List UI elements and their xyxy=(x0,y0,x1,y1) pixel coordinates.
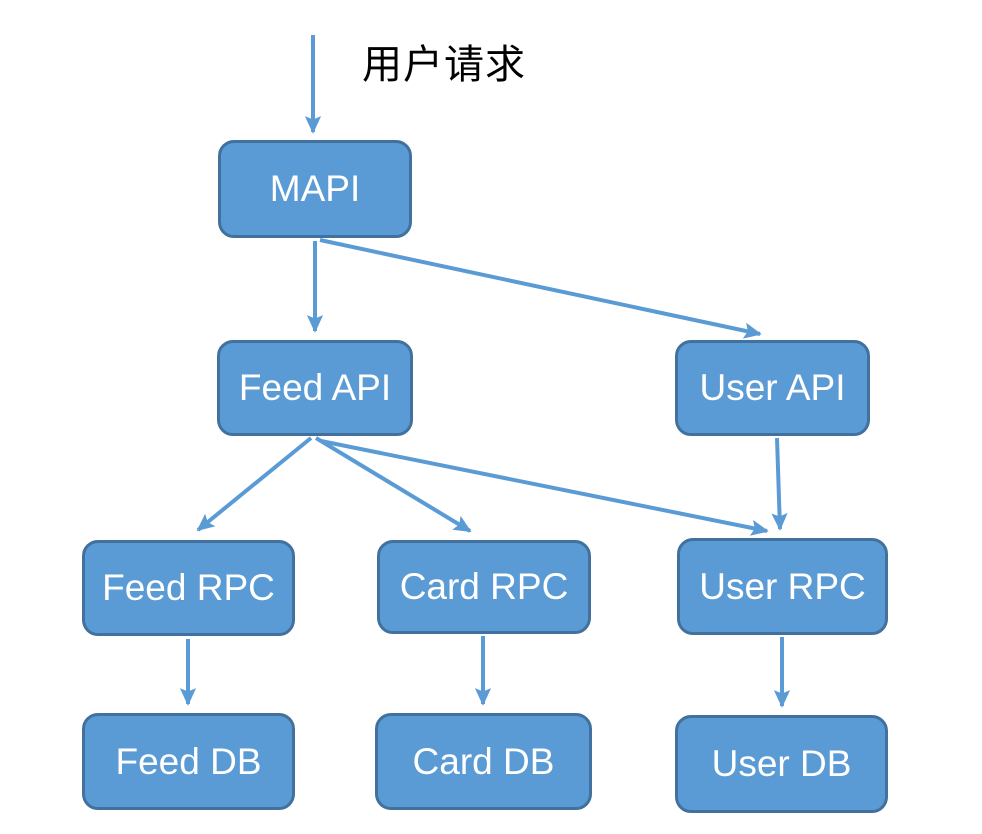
node-feed-db: Feed DB xyxy=(82,713,295,810)
node-user-rpc: User RPC xyxy=(677,538,888,635)
node-user-api: User API xyxy=(675,340,870,436)
arrow-mapi-to-user-api xyxy=(319,238,762,339)
node-user-db: User DB xyxy=(675,715,888,813)
node-card-rpc: Card RPC xyxy=(377,540,591,634)
node-card-db: Card DB xyxy=(375,713,592,810)
arrow-feed-api-to-feed-rpc xyxy=(196,436,313,532)
node-feed-rpc: Feed RPC xyxy=(82,540,295,636)
arrow-feed-api-to-user-rpc xyxy=(320,439,769,536)
arrow-user-api-to-user-rpc xyxy=(771,437,788,531)
user-request-label: 用户请求 xyxy=(362,43,526,87)
node-feed-api: Feed API xyxy=(217,340,413,436)
node-mapi: MAPI xyxy=(218,140,412,238)
arrow-feed-api-to-card-rpc xyxy=(314,436,472,533)
